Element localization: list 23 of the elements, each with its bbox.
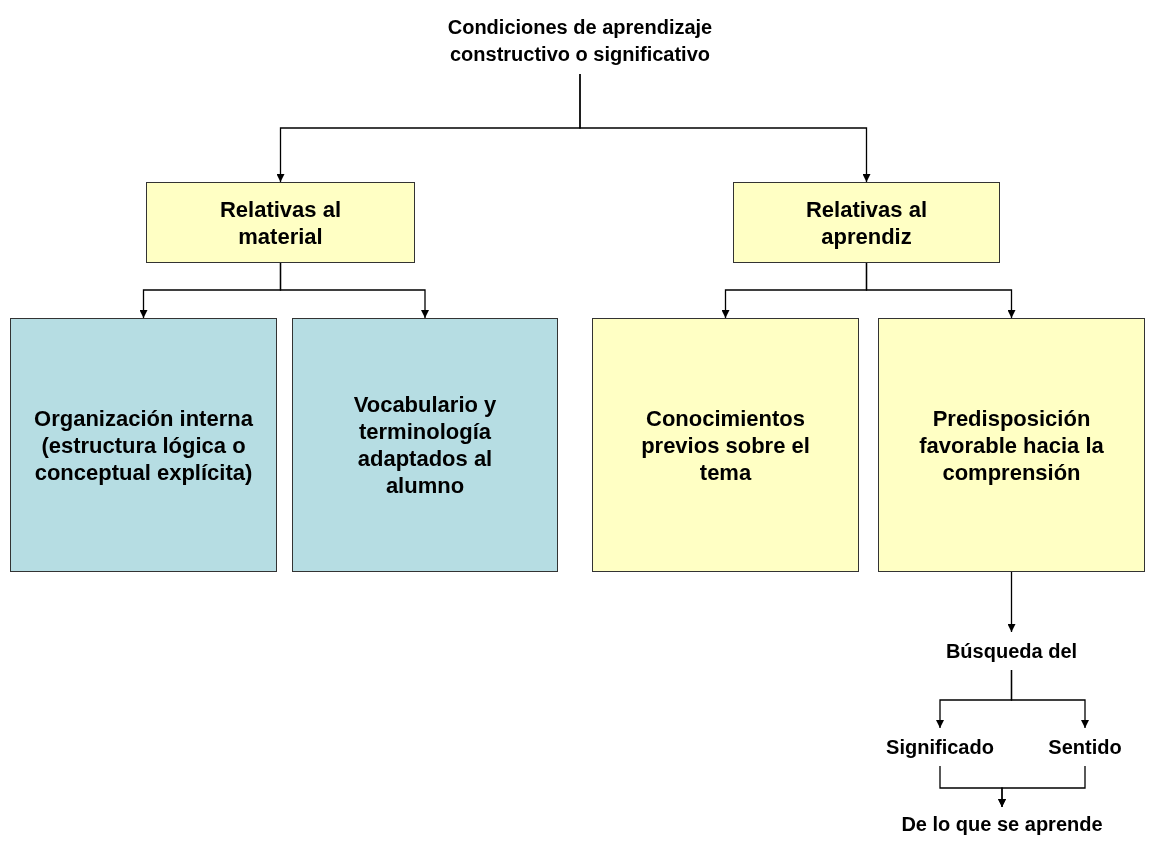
box-text: Organización interna (estructura lógica o conceptual explícita) [33,404,254,486]
arrow [279,262,429,319]
concept-label: Significado [886,734,994,760]
arrow [1007,571,1016,633]
box-text: Relativas al aprendiz [804,195,929,250]
arrow [1010,669,1089,729]
concept-label: Sentido [1048,734,1122,760]
category-box [10,318,277,572]
category-box [592,318,859,572]
arrow [998,765,1086,808]
box-text: Predisposición favorable hacia la comprensión [918,404,1105,486]
concept-label: Búsqueda del [945,638,1078,664]
category-box [878,318,1145,572]
arrow [865,262,1016,319]
category-box [733,182,1000,263]
arrow [579,73,871,183]
concept-label: De lo que se aprende [901,811,1103,837]
category-box [146,182,415,263]
box-text: Vocabulario y terminología adaptados al alumno [352,391,498,499]
box-text: Conocimientos previos sobre el tema [640,404,811,486]
box-text: Relativas al material [218,195,343,250]
concept-label: Condiciones de aprendizaje constructivo o significativo [446,15,714,67]
category-box [292,318,558,572]
